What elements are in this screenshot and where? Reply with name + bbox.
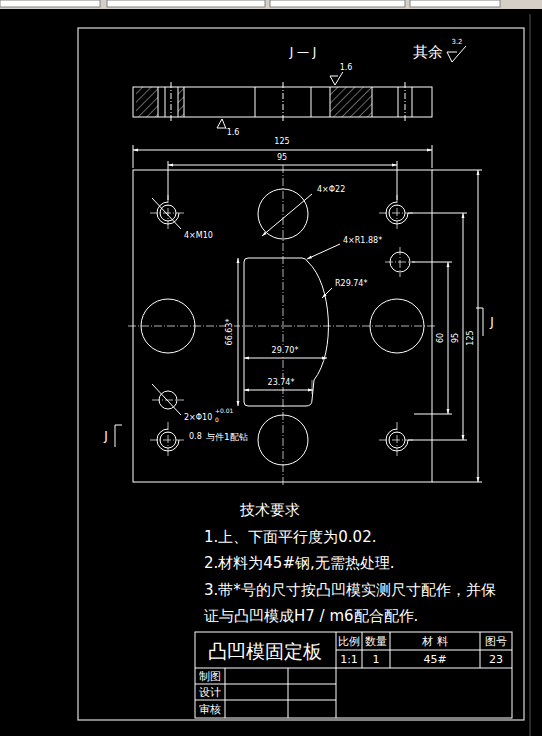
note: 2.材料为45#钢,无需热处理.	[203, 556, 396, 571]
dimension: 125	[273, 138, 290, 146]
dimension: R29.74*	[334, 280, 368, 288]
roughness-note: 其余	[412, 45, 444, 60]
part-name: 凸凹模固定板	[207, 642, 323, 661]
roughness-value: 1.6	[226, 129, 241, 137]
table-cell: 23	[488, 654, 504, 665]
table-cell: 材 料	[421, 636, 449, 647]
dimension: 66.63*	[226, 318, 234, 347]
table-cell: 1	[372, 654, 381, 665]
section-marker: J	[489, 316, 495, 328]
plan-view	[115, 145, 483, 487]
note: 1.上、下面平行度为0.02.	[203, 530, 377, 545]
notes-heading: 技术要求	[239, 503, 301, 518]
note: 3.带*号的尺寸按凸凹模实测尺寸配作，并保 证与凸凹模成H7 / m6配合配作.	[203, 577, 505, 629]
dimension: 95	[452, 332, 460, 344]
roughness-value: 3.2	[450, 39, 463, 46]
roughness-value: 0.8	[188, 433, 203, 441]
table-cell: 1:1	[339, 654, 359, 665]
dimension: 23.74*	[267, 379, 296, 387]
table-cell: 审核	[198, 704, 222, 715]
toolbar	[0, 0, 542, 9]
table-cell: 45#	[422, 654, 447, 665]
section-marker: J	[103, 430, 109, 442]
dimension: 125	[467, 329, 475, 346]
dimension: 4×R1.88*	[342, 237, 383, 245]
note: 与件1配钻	[205, 433, 249, 442]
sheet-edge	[530, 14, 531, 736]
dimension: 2×Φ10	[183, 414, 213, 422]
table-cell: 图号	[484, 636, 508, 647]
dimension: 4×M10	[183, 232, 214, 240]
dimension: 4×Φ22	[316, 186, 346, 194]
table-cell: 制图	[198, 671, 222, 682]
tolerance: 0	[214, 417, 220, 423]
table-cell: 比例	[337, 636, 361, 647]
dimension: 60	[437, 332, 445, 344]
tolerance: +0.01	[214, 408, 234, 414]
table-cell: 数量	[364, 636, 388, 647]
title-block	[195, 632, 512, 718]
roughness-value: 1.6	[339, 64, 354, 72]
section-title: J — J	[289, 46, 318, 58]
dimension: 29.70*	[271, 347, 300, 355]
table-cell: 设计	[198, 687, 222, 698]
sheet-frame	[78, 28, 524, 720]
dimension: 95	[276, 154, 288, 162]
